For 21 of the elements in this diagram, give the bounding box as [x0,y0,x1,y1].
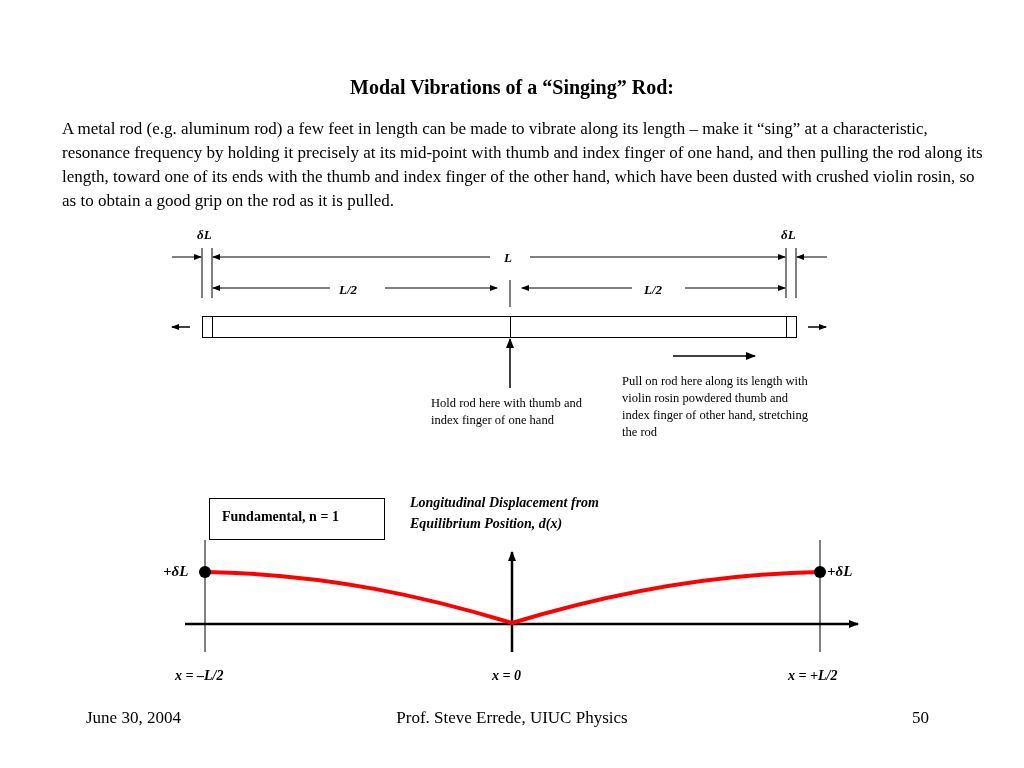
axis-title: Longitudinal Displacement from Equilibrium Position, d(x) [410,494,600,533]
dimension-label: δL [781,227,796,243]
mode-label-box: Fundamental, n = 1 [209,498,385,540]
rod-drawing [202,316,797,338]
arrow [506,338,514,389]
footer-date: June 30, 2004 [86,708,181,728]
description-paragraph: A metal rod (e.g. aluminum rod) a few feet in length can be made to vibrate along its length – make it “sing” at a characteristic, resonance frequency by holding it precisely at its mid-point with thumb and index finger of one hand, and then pulling the rod along its length, toward one of its ends with the thumb and index finger of the other hand, which have been dusted with crushed violin rosin, so as to obtain a good grip on the rod as it is pulled. [62,118,984,212]
annotation-text: Hold rod here with thumb and index finger of one hand [431,395,606,429]
title: Modal Vibrations of a “Singing” Rod: [349,76,675,99]
dimension-label: δL [197,227,212,243]
axis-tick-label: x = –L/2 [175,668,224,684]
axis-tick-label: x = +L/2 [788,668,838,684]
dimension-label: L [504,250,512,266]
dimension-label: L/2 [644,282,663,298]
value-label: +δL [827,563,853,580]
page-number: 50 [912,708,929,728]
footer-author: Prof. Steve Errede, UIUC Physics [395,708,629,728]
value-label: +δL [163,563,189,580]
annotation-text: Pull on rod here along its length with violin rosin powdered thumb and index finger of other hand, stretching the rod [622,373,810,441]
dimension-label: L/2 [339,282,358,298]
axis-tick-label: x = 0 [492,668,521,684]
